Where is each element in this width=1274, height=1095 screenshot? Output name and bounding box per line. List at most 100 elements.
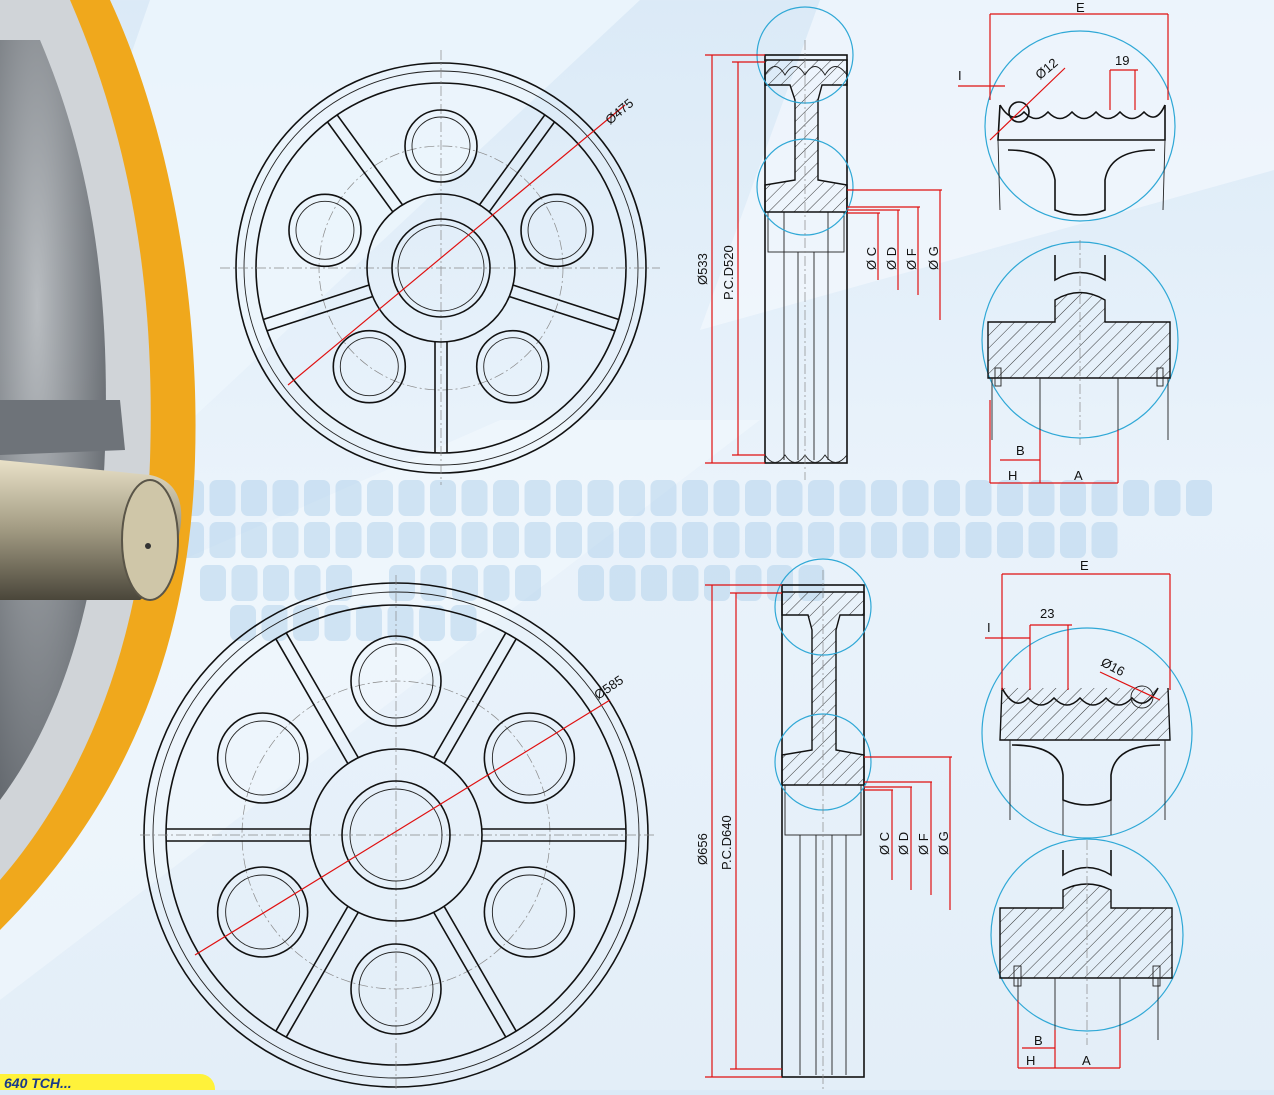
decorative-dot: [965, 522, 992, 558]
decorative-dot: [776, 480, 803, 516]
lightening-hole: [475, 329, 550, 404]
lightening-hole: [520, 193, 594, 268]
decorative-dot: [335, 480, 362, 516]
decorative-dot: [200, 565, 226, 601]
decorative-dot: [335, 522, 362, 558]
spoke-edge: [443, 638, 517, 764]
decorative-dot: [839, 522, 866, 558]
decorative-dot: [387, 605, 414, 641]
bottom-side-od-label: Ø656: [695, 833, 710, 865]
top-side-od-label: Ø533: [695, 253, 710, 285]
decorative-dot: [461, 522, 488, 558]
lightening-hole: [483, 712, 576, 804]
decorative-dot: [304, 480, 330, 516]
decorative-dot: [230, 605, 256, 641]
top-side-dg-label: Ø G: [926, 246, 941, 270]
decorative-dot: [587, 480, 614, 516]
bottom-spokes: [166, 632, 626, 1038]
decorative-dot: [871, 480, 897, 516]
spoke-edge: [275, 638, 349, 764]
lightening-hole-inner: [491, 720, 567, 796]
decorative-dot: [776, 522, 803, 558]
spoke-edge: [285, 632, 359, 758]
decorative-dot: [450, 605, 477, 641]
decorative-dot: [294, 565, 321, 601]
decorative-dot: [682, 522, 708, 558]
decorative-dot-band: [178, 480, 1212, 641]
top-detail-e-label: E: [1076, 0, 1085, 15]
lightening-hole-inner: [295, 200, 355, 260]
decorative-dot: [682, 480, 708, 516]
bottom-side-view: Ø656 P.C.D640 Ø C Ø D Ø F Ø G: [695, 558, 952, 1090]
decorative-dot: [1091, 522, 1118, 558]
lightening-hole: [216, 712, 309, 804]
model-badge-text: 640 TCH...: [4, 1075, 72, 1090]
decorative-dot: [524, 480, 551, 516]
spoke-edge: [336, 114, 404, 206]
spoke-edge: [509, 295, 616, 332]
decorative-dot: [493, 480, 519, 516]
top-side-df-label: Ø F: [904, 248, 919, 270]
top-outer-diameter-label: Ø475: [602, 95, 636, 127]
decorative-dot: [619, 480, 645, 516]
top-spokes: [262, 114, 620, 453]
top-detail-h-label: H: [1008, 468, 1017, 483]
decorative-dot: [1060, 480, 1086, 516]
bottom-detail-rope-label: Ø16: [1099, 654, 1128, 679]
top-side-pcd-label: P.C.D520: [721, 245, 736, 300]
decorative-dot: [808, 522, 834, 558]
top-detail-b-label: B: [1016, 443, 1025, 458]
decorative-dot: [367, 480, 393, 516]
lightening-hole: [350, 635, 442, 727]
top-side-view: Ø533 P.C.D520 Ø C Ø D Ø F Ø G: [695, 6, 942, 480]
decorative-dot: [493, 522, 519, 558]
spoke-edge: [433, 912, 507, 1038]
spoke-edge: [512, 284, 620, 321]
decorative-dot: [430, 480, 456, 516]
bottom-detail-a-label: A: [1082, 1053, 1091, 1068]
bottom-detail-i-label: I: [987, 620, 991, 635]
decorative-dot: [704, 565, 730, 601]
decorative-dot: [1060, 522, 1086, 558]
decorative-dot: [367, 522, 393, 558]
decorative-dot: [356, 605, 382, 641]
decorative-dot: [609, 565, 636, 601]
decorative-dot: [461, 480, 488, 516]
bottom-lightening-holes: [216, 635, 576, 1035]
decorative-dot: [556, 480, 582, 516]
spoke-edge: [275, 906, 349, 1032]
decorative-dot: [515, 565, 541, 601]
decorative-dot: [231, 565, 258, 601]
lightening-hole-inner: [491, 874, 567, 950]
model-badge: 640 TCH...: [0, 1074, 215, 1095]
decorative-dot: [745, 522, 771, 558]
top-diameter-line: [287, 104, 626, 386]
decorative-dot: [1028, 522, 1055, 558]
decorative-dot: [587, 522, 614, 558]
decorative-dot: [272, 480, 299, 516]
decorative-dot: [934, 480, 960, 516]
top-side-dd-label: Ø D: [884, 247, 899, 270]
bottom-side-dd-label: Ø D: [896, 832, 911, 855]
decorative-dot: [398, 480, 425, 516]
lightening-hole-inner: [527, 200, 587, 260]
decorative-dot: [209, 480, 236, 516]
decorative-dot: [398, 522, 425, 558]
decorative-dot: [304, 522, 330, 558]
decorative-dot: [1186, 480, 1212, 516]
bottom-side-pcd-label: P.C.D640: [719, 815, 734, 870]
decorative-dot: [578, 565, 604, 601]
lightening-hole: [216, 866, 309, 958]
decorative-dot: [672, 565, 699, 601]
bottom-detail-h-label: H: [1026, 1053, 1035, 1068]
decorative-dot: [261, 605, 288, 641]
top-detail-views: E I Ø12 19 B H A: [958, 0, 1179, 484]
decorative-dot: [1154, 480, 1181, 516]
decorative-dot: [997, 480, 1023, 516]
spoke-edge: [478, 114, 546, 206]
bottom-detail-b-label: B: [1034, 1033, 1043, 1048]
decorative-dot: [430, 522, 456, 558]
spoke-edge: [443, 906, 517, 1032]
top-detail-pitch-label: 19: [1115, 53, 1129, 68]
spoke-edge: [488, 121, 556, 213]
